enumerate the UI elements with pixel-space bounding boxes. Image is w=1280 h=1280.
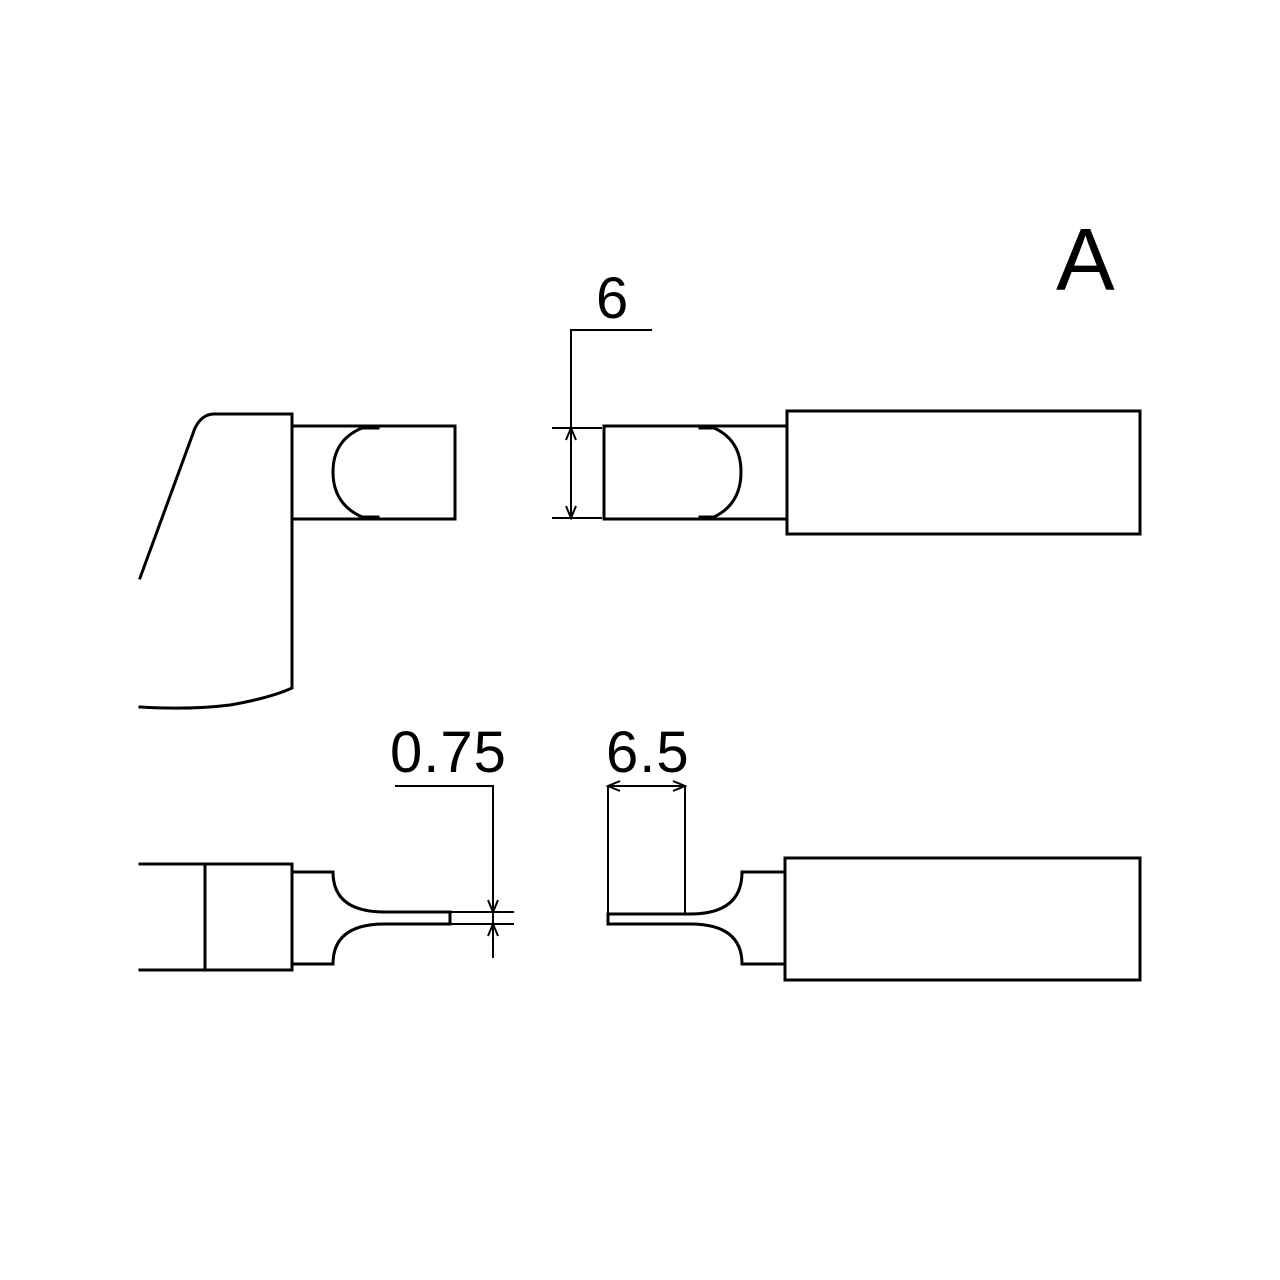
view-label: A	[1056, 210, 1115, 309]
arrow-upper	[487, 899, 499, 915]
arrow-bottom	[565, 505, 577, 521]
right-handle-top	[785, 409, 1142, 536]
right-tip-flat	[698, 426, 743, 519]
side-view: 0.75 6.5	[138, 720, 1142, 982]
dimension-label-6: 6	[596, 266, 629, 331]
dimension-tip-width: 6	[552, 266, 652, 521]
dimension-label-6-5: 6.5	[606, 720, 690, 785]
arrow-left	[605, 780, 621, 792]
arrow-right	[672, 780, 688, 792]
dimension-label-0-75: 0.75	[390, 720, 507, 785]
arrow-lower	[487, 921, 499, 937]
leader-line	[570, 329, 652, 518]
right-tip-outline	[602, 424, 789, 521]
dimension-tip-thickness: 0.75	[390, 720, 514, 958]
right-tip-side	[606, 870, 787, 966]
left-tip-side	[290, 870, 452, 966]
left-handle-side	[138, 862, 294, 972]
left-tip-flat	[331, 426, 380, 519]
left-handle-body	[138, 412, 294, 710]
left-tip-outline	[290, 424, 457, 521]
left-tip-top	[290, 424, 457, 521]
arrow-top	[565, 425, 577, 441]
dimension-tip-length: 6.5	[605, 720, 690, 914]
top-view: 6	[138, 266, 1142, 710]
leader-line	[395, 785, 494, 958]
right-handle-side	[783, 856, 1142, 982]
right-tip-top	[602, 424, 789, 521]
